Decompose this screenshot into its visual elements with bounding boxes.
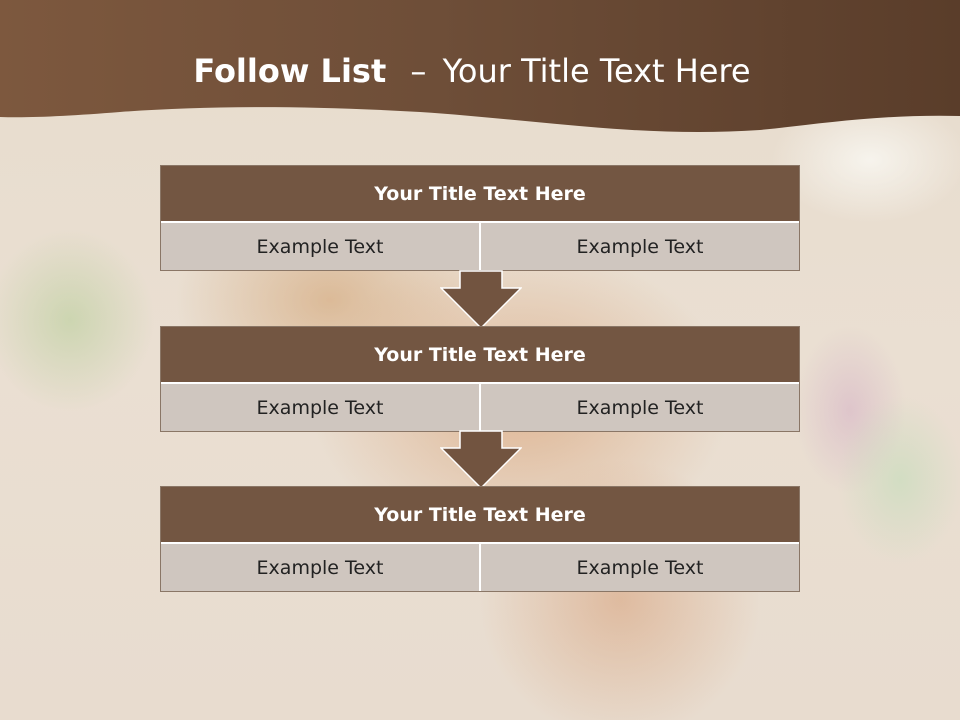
step-card-2: Your Title Text Here Example Text Exampl…: [160, 326, 800, 432]
step-cell-left: Example Text: [161, 223, 479, 270]
step-row: Example Text Example Text: [161, 223, 799, 270]
title-rest: Your Title Text Here: [442, 52, 751, 90]
step-title: Your Title Text Here: [161, 166, 799, 223]
step-row: Example Text Example Text: [161, 544, 799, 591]
step-card-1: Your Title Text Here Example Text Exampl…: [160, 165, 800, 271]
step-cell-right: Example Text: [479, 384, 799, 431]
step-row: Example Text Example Text: [161, 384, 799, 431]
step-cell-left: Example Text: [161, 384, 479, 431]
step-title: Your Title Text Here: [161, 327, 799, 384]
down-arrow-icon: [440, 430, 522, 490]
page-title: Follow List – Your Title Text Here: [0, 52, 944, 90]
down-arrow-icon: [440, 270, 522, 330]
title-bold: Follow List: [193, 52, 387, 90]
title-separator: –: [410, 52, 427, 90]
step-title: Your Title Text Here: [161, 487, 799, 544]
step-cell-right: Example Text: [479, 544, 799, 591]
step-cell-right: Example Text: [479, 223, 799, 270]
header-banner: Follow List – Your Title Text Here: [0, 0, 960, 140]
step-card-3: Your Title Text Here Example Text Exampl…: [160, 486, 800, 592]
step-cell-left: Example Text: [161, 544, 479, 591]
